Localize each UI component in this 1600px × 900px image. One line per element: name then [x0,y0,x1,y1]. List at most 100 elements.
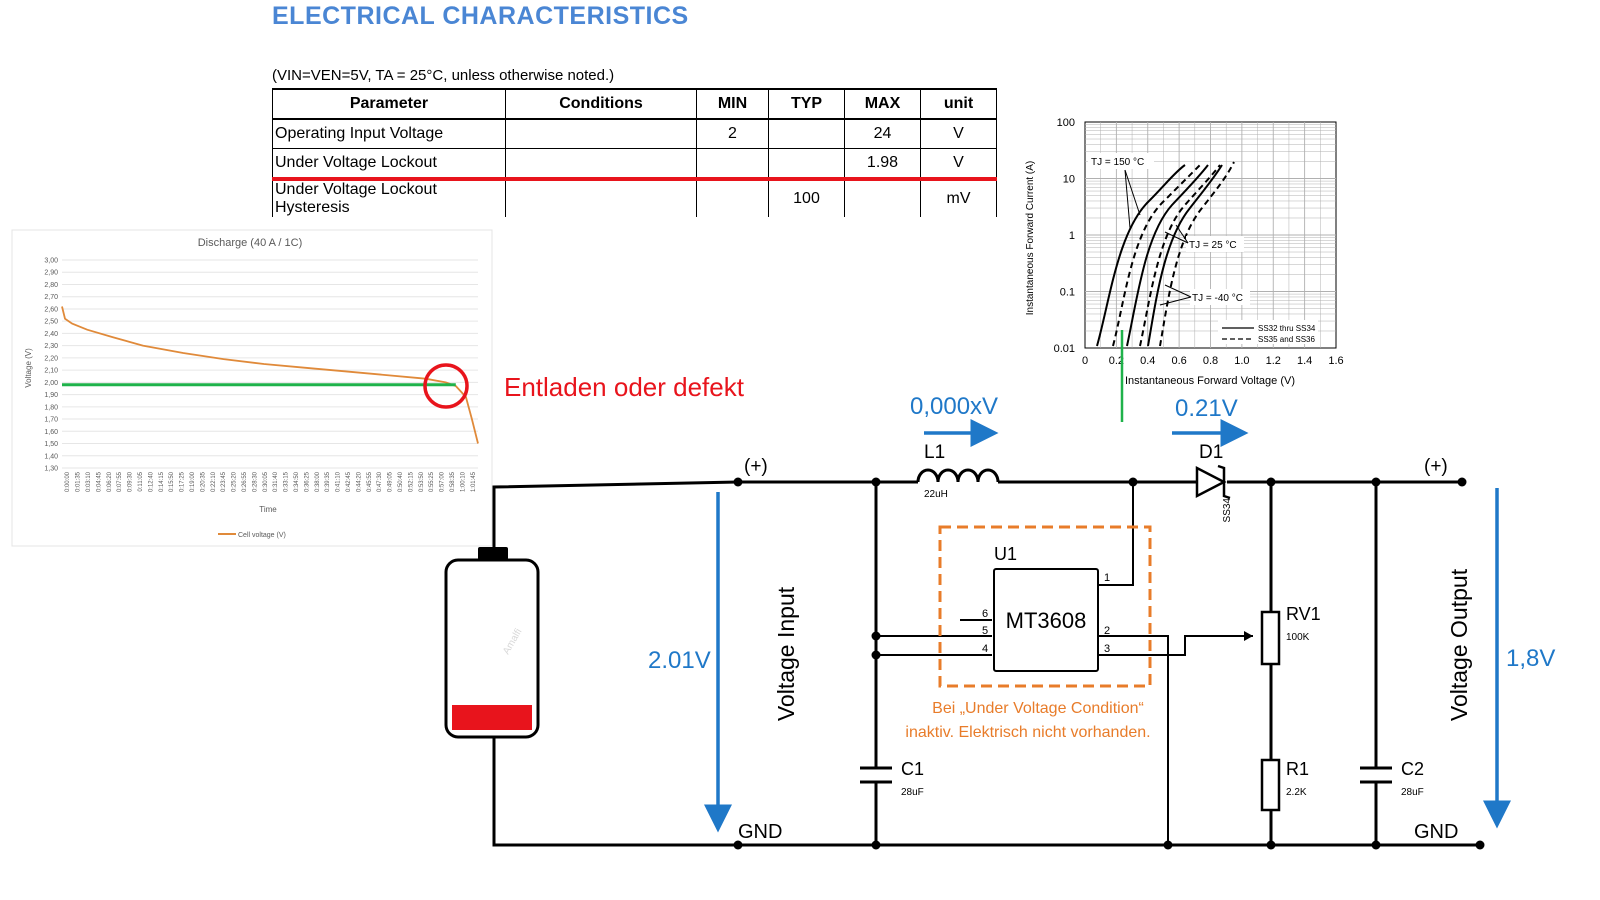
d1-label: D1 [1199,442,1223,463]
x-tick-label: 1.0 [1234,355,1249,367]
annotation-25c-leader [1164,231,1189,244]
x-tick-label: 1:00:10 [460,471,466,492]
x-tick-label: 0:19:00 [190,471,196,492]
label-bg [1190,289,1250,305]
battery-icon: Amalfi [444,547,540,739]
x-tick-label: 0.6 [1171,355,1186,367]
junction-dot [733,477,743,487]
discharge-chart-grid [62,259,478,469]
curve-25c-solid [1126,164,1209,347]
d1-part: SS34 [1222,498,1233,523]
label-bg [1186,236,1244,252]
x-tick-label: 0:07:55 [117,471,123,492]
y-tick-label: 2,60 [44,306,58,313]
x-tick-label: 0.4 [1140,355,1155,367]
cell: 24 [844,118,921,149]
pin-6: 6 [982,608,988,620]
battery-charge-level [452,705,532,730]
spec-table: Parameter Conditions MIN TYP MAX unit Op… [272,88,997,217]
y-tick-label: 100 [1057,117,1075,129]
x-tick-label: 0:12:40 [148,471,154,492]
discharge-chart-ylabel: Voltage (V) [24,348,33,388]
cell [505,178,697,217]
x-tick-label: 1.6 [1328,355,1343,367]
junction-dot [871,631,881,641]
spec-title: ELECTRICAL CHARACTERISTICS [272,2,689,30]
discharge-annotation: Entladen oder defekt [504,372,745,402]
junction-dot [871,840,881,850]
u1-label: U1 [994,544,1017,564]
x-tick-label: 0:34:50 [294,471,300,492]
x-tick-label: 0:45:55 [367,471,373,492]
c2-value: 28uF [1401,787,1424,798]
cell: V [920,148,997,181]
y-tick-label: 1,80 [44,404,58,411]
x-tick-label: 0 [1082,355,1088,367]
cell: V [920,118,997,149]
u1-note-line2: inaktiv. Elektrisch nicht vorhanden. [905,724,1150,741]
x-tick-label: 0:33:15 [284,471,290,492]
junction-dot [871,477,881,487]
annotation-neg40c-leader [1159,296,1192,306]
diode-chart-ylabel: Instantaneous Forward Current (A) [1025,161,1036,316]
header-unit: unit [920,88,997,120]
pin-2: 2 [1104,625,1110,637]
discharge-chart-y-ticks: 3,002,902,802,702,602,502,402,302,202,10… [44,258,58,473]
table-row: Under Voltage Lockout 1.98 V [272,148,997,181]
discharge-chart-xlabel: Time [259,505,277,514]
x-tick-label: 0:06:20 [107,471,113,492]
spec-conditions: (VIN=VEN=5V, TA = 25°C, unless otherwise… [272,67,615,84]
cell: Under Voltage Lockout Hysteresis [272,178,506,217]
x-tick-label: 0:26:55 [242,471,248,492]
x-tick-label: 0:53:50 [419,471,425,492]
battery-body [444,558,540,739]
x-tick-label: 0:11:05 [138,471,144,491]
junctions [733,477,1485,850]
cell: 1.98 [844,148,921,181]
annotation-150c-leader [1124,169,1131,229]
inductor-l1 [916,468,1000,483]
y-tick-label: 0.1 [1060,287,1075,299]
cell: Operating Input Voltage [272,118,506,149]
x-tick-label: 0:09:30 [128,471,134,492]
x-tick-label: 0:44:20 [356,471,362,492]
y-tick-label: 2,50 [44,319,58,326]
y-tick-label: 1,40 [44,453,58,460]
y-tick-label: 2,00 [44,380,58,387]
x-tick-label: 0:36:25 [304,471,310,492]
header-min: MIN [696,88,769,120]
y-tick-label: 2,20 [44,355,58,362]
y-tick-label: 2,90 [44,270,58,277]
x-tick-label: 0:28:30 [252,471,258,492]
x-tick-label: 0:25:20 [232,471,238,492]
c2-label: C2 [1401,759,1424,779]
voltage-output-label: Voltage Output [1446,568,1472,721]
x-tick-label: 0:50:40 [398,471,404,492]
curve-150c-dashed [1112,164,1201,347]
discharge-chart: Discharge (40 A / 1C) 3,002,902,802,702,… [11,229,493,547]
cell: 2 [696,118,769,149]
annotation-neg40c-leader [1164,284,1192,298]
junction-dot [1128,477,1138,487]
battery-minus-wire [492,735,738,847]
header-max: MAX [844,88,921,120]
x-tick-label: 0:31:40 [273,471,279,492]
rv1-wiper-arrow [1244,631,1253,641]
header-typ: TYP [768,88,845,120]
annotation-25c: TJ = 25 °C [1189,240,1237,251]
pin-5: 5 [982,625,988,637]
y-tick-label: 1,60 [44,429,58,436]
x-tick-label: 0:00:00 [65,471,71,492]
u1-ic-body [993,568,1099,672]
x-tick-label: 0:38:00 [315,471,321,492]
discharge-legend-label: Cell voltage (V) [238,532,286,539]
spec-header-row: Parameter Conditions MIN TYP MAX unit [272,88,997,120]
x-tick-label: 0:41:10 [336,471,342,492]
diode-voltage-value: 0.21V [1175,395,1238,422]
x-tick-label: 0.8 [1203,355,1218,367]
curve-150c-solid [1096,164,1186,347]
x-tick-label: 0:22:10 [211,471,217,492]
junction-dot [1266,477,1276,487]
